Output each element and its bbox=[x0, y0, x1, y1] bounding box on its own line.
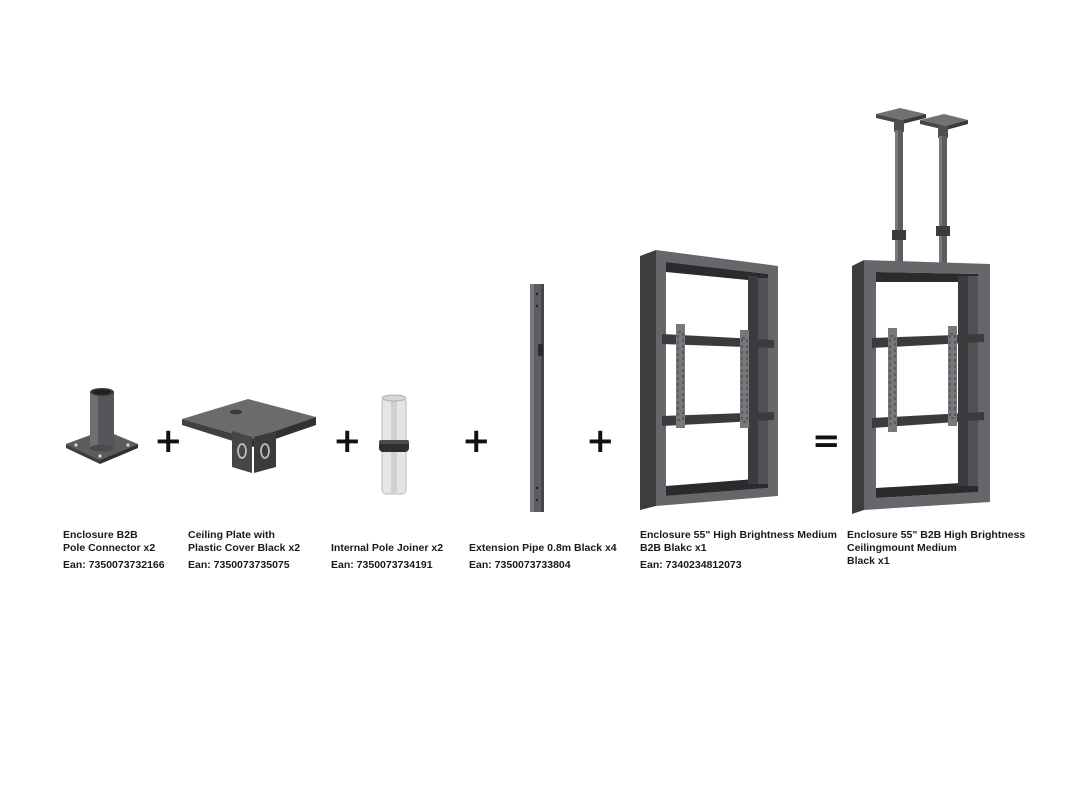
caption-extension-pipe: Extension Pipe 0.8m Black x4 Ean: 735007… bbox=[469, 542, 617, 572]
caption-name-line: Extension Pipe 0.8m Black x4 bbox=[469, 542, 617, 554]
extension-pipe-image bbox=[530, 284, 544, 512]
equals-operator: = bbox=[812, 421, 841, 461]
plus-operator: + bbox=[462, 421, 491, 461]
caption-name-line: Ceilingmount Medium bbox=[847, 542, 957, 554]
caption-ean: Ean: 7350073733804 bbox=[469, 559, 571, 571]
plus-operator: + bbox=[586, 421, 615, 461]
caption-ean: Ean: 7350073732166 bbox=[63, 559, 165, 571]
caption-name-line: Enclosure 55" High Brightness Medium bbox=[640, 529, 837, 541]
caption-internal-pole-joiner: Internal Pole Joiner x2 Ean: 73500737341… bbox=[331, 542, 443, 572]
caption-name-line: Enclosure 55" B2B High Brightness bbox=[847, 529, 1026, 541]
caption-name-line: B2B Blakc x1 bbox=[640, 542, 707, 554]
caption-ean: Ean: 7340234812073 bbox=[640, 559, 742, 571]
caption-ean: Ean: 7350073734191 bbox=[331, 559, 433, 571]
internal-pole-joiner-image bbox=[379, 394, 409, 495]
caption-assembled-enclosure: Enclosure 55" B2B High Brightness Ceilin… bbox=[847, 529, 1025, 568]
caption-name-line: Pole Connector x2 bbox=[63, 542, 156, 554]
plus-operator: + bbox=[333, 421, 362, 461]
caption-ceiling-plate: Ceiling Plate with Plastic Cover Black x… bbox=[188, 529, 300, 572]
caption-name-line: Enclosure B2B bbox=[63, 529, 138, 541]
caption-ean: Ean: 7350073735075 bbox=[188, 559, 290, 571]
pole-connector-image bbox=[66, 388, 138, 464]
caption-name-line: Ceiling Plate with bbox=[188, 529, 275, 541]
assembled-enclosure-image bbox=[852, 108, 990, 514]
caption-name-line: Internal Pole Joiner x2 bbox=[331, 542, 444, 554]
plus-operator: + bbox=[154, 421, 183, 461]
caption-name-line: Black x1 bbox=[847, 555, 890, 567]
caption-name-line: Plastic Cover Black x2 bbox=[188, 542, 301, 554]
ceiling-plate-image bbox=[182, 399, 316, 473]
enclosure-frame-image bbox=[640, 250, 778, 510]
caption-pole-connector: Enclosure B2B Pole Connector x2 Ean: 735… bbox=[63, 529, 165, 572]
caption-enclosure-frame: Enclosure 55" High Brightness Medium B2B… bbox=[640, 529, 837, 572]
